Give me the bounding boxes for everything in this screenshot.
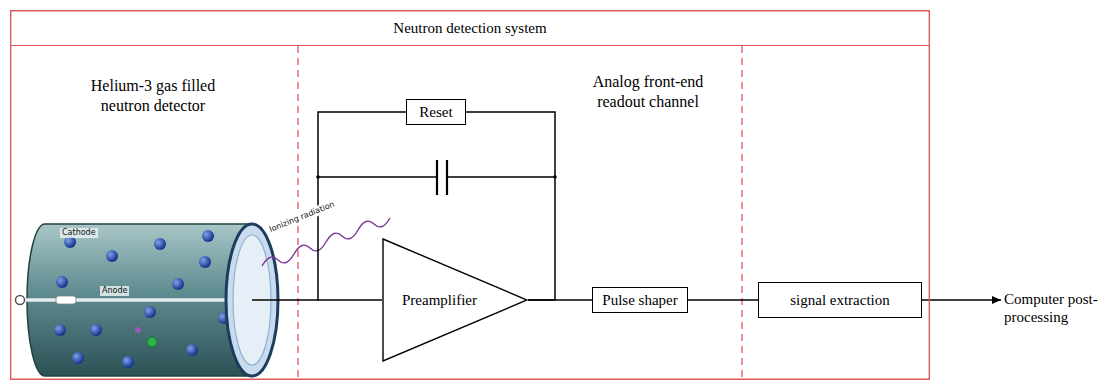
helium-atom	[56, 276, 68, 288]
signal-extraction-box: signal extraction	[758, 282, 922, 318]
connector-line	[922, 299, 1001, 301]
arrow-head	[992, 296, 1001, 304]
helium-atom	[202, 230, 214, 242]
helium-atom	[186, 344, 198, 356]
part-label: Cathode	[60, 228, 98, 238]
reset-box: Reset	[406, 99, 466, 125]
connector-line	[688, 299, 758, 301]
system-frame: Neutron detection systemHelium-3 gas fil…	[10, 10, 930, 380]
helium-atom	[172, 278, 184, 290]
connector-line	[528, 299, 592, 301]
capacitor-plate	[436, 160, 438, 195]
helium-atom	[106, 250, 118, 262]
box-label: Reset	[419, 103, 452, 121]
box-label: Pulse shaper	[602, 291, 677, 309]
amplifier-triangle	[383, 239, 527, 361]
helium-atom	[72, 352, 84, 364]
connector	[688, 300, 758, 301]
helium-atom	[144, 306, 156, 318]
radiation-label: Ionizing radiation	[266, 199, 338, 236]
amplifier-label: Preamplifier	[402, 292, 477, 309]
system-title: Neutron detection system	[10, 10, 930, 46]
connector	[528, 300, 592, 301]
helium-atom	[199, 256, 211, 268]
frontend-region: Analog front-end readout channelResetPre…	[298, 46, 742, 380]
region-divider	[741, 46, 742, 380]
output-label-node: Computer post-processing	[1004, 290, 1110, 334]
helium-atom	[154, 238, 166, 250]
helium-atoms	[54, 230, 230, 368]
capacitor-wire	[318, 176, 437, 178]
helium-atom	[122, 356, 134, 368]
preamplifier-triangle: Preamplifier	[382, 238, 528, 362]
detector-region: Helium-3 gas filled neutron detector	[10, 46, 298, 380]
connector-line	[466, 112, 555, 300]
capacitor-plate	[446, 160, 448, 195]
pulse-shaper-box: Pulse shaper	[592, 287, 688, 313]
box-label: signal extraction	[790, 291, 890, 309]
connector	[922, 296, 1001, 304]
output-label: Computer post-processing	[1004, 290, 1110, 326]
part-label: Anode	[100, 286, 129, 296]
anode-insulator	[56, 296, 76, 304]
helium-atom	[54, 324, 66, 336]
ion-dot	[135, 327, 141, 333]
helium-atom	[90, 324, 102, 336]
connector	[466, 112, 555, 300]
capacitor-wire	[447, 176, 555, 178]
signal-wire	[252, 299, 319, 301]
anode-terminal	[16, 296, 25, 305]
section-heading: Helium-3 gas filled neutron detector	[68, 76, 238, 116]
section-heading: Analog front-end readout channel	[568, 72, 728, 112]
neutron-dot	[147, 337, 157, 347]
